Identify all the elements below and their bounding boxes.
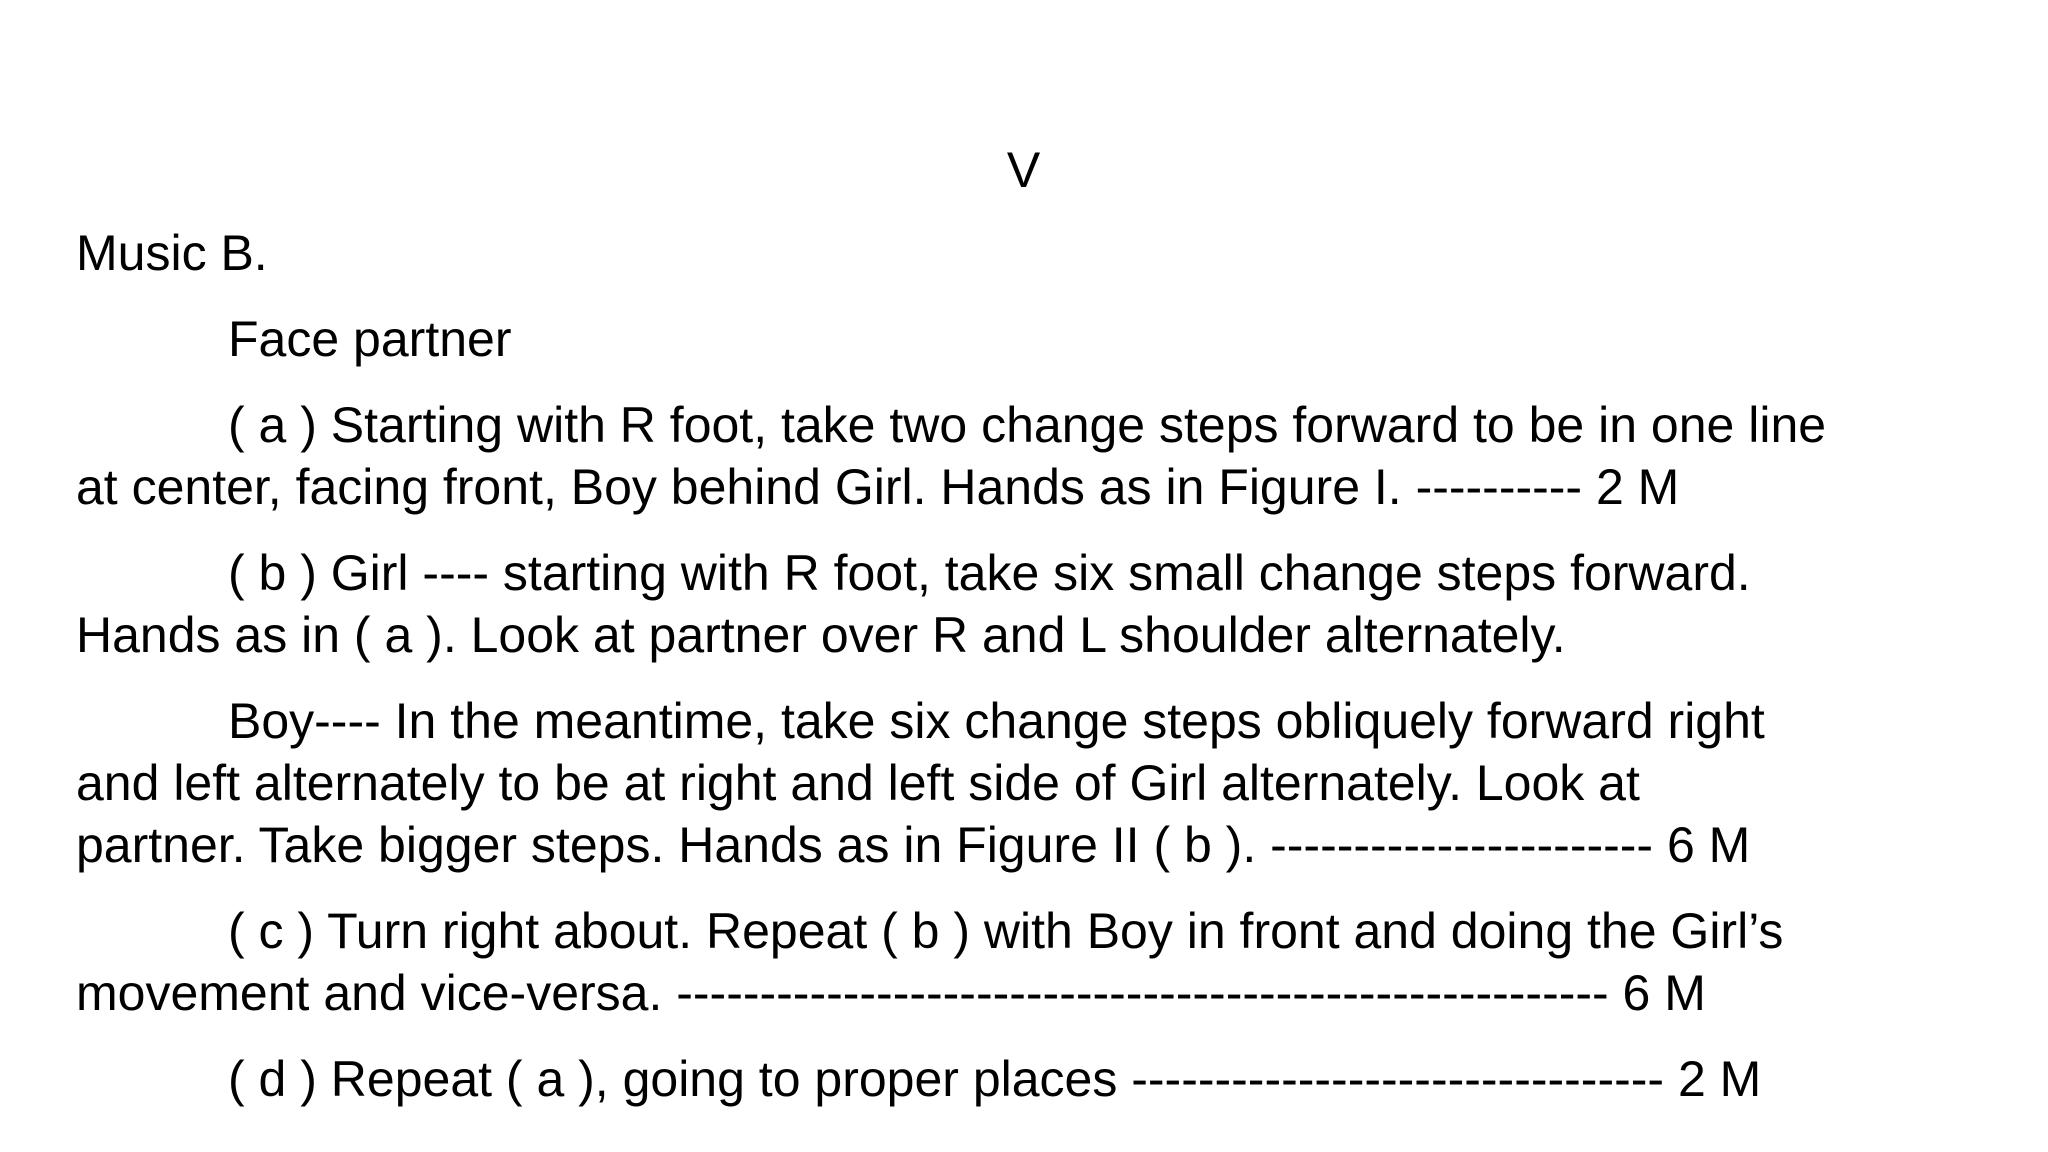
text-line: Boy---- In the meantime, take six change…: [76, 690, 1986, 752]
text-run: ( d ) Repeat ( a ), going to proper plac…: [228, 1051, 1762, 1107]
text-line: Hands as in ( a ). Look at partner over …: [76, 607, 1566, 663]
text-line: partner. Take bigger steps. Hands as in …: [76, 817, 1751, 873]
paragraph-face-partner: Face partner: [76, 308, 1986, 370]
paragraph-step-c: ( c ) Turn right about. Repeat ( b ) wit…: [76, 900, 1986, 1024]
text-run: Face partner: [228, 311, 512, 367]
paragraph-music-label: Music B.: [76, 222, 1986, 284]
text-run: ( b ) Girl ---- starting with R foot, ta…: [228, 545, 1751, 601]
paragraph-boy: Boy---- In the meantime, take six change…: [76, 690, 1986, 876]
paragraph-step-a: ( a ) Starting with R foot, take two cha…: [76, 394, 1986, 518]
text-line: Face partner: [76, 308, 1986, 370]
text-line: and left alternately to be at right and …: [76, 755, 1640, 811]
text-line: ( a ) Starting with R foot, take two cha…: [76, 394, 1986, 456]
text-line: Music B.: [76, 225, 268, 281]
text-line: ( b ) Girl ---- starting with R foot, ta…: [76, 542, 1986, 604]
text-run: ( a ) Starting with R foot, take two cha…: [228, 397, 1827, 453]
paragraph-step-d: ( d ) Repeat ( a ), going to proper plac…: [76, 1048, 1986, 1110]
text-line: ( d ) Repeat ( a ), going to proper plac…: [76, 1048, 1986, 1110]
text-run: Boy---- In the meantime, take six change…: [228, 693, 1765, 749]
slide-heading: V: [1006, 142, 1042, 198]
text-line: at center, facing front, Boy behind Girl…: [76, 459, 1680, 515]
text-line: ( c ) Turn right about. Repeat ( b ) wit…: [76, 900, 1986, 962]
paragraph-step-b: ( b ) Girl ---- starting with R foot, ta…: [76, 542, 1986, 666]
text-run: ( c ) Turn right about. Repeat ( b ) wit…: [228, 903, 1784, 959]
slide-body: Music B. Face partner ( a ) Starting wit…: [76, 222, 1986, 1134]
text-line: movement and vice-versa. ---------------…: [76, 965, 1706, 1021]
